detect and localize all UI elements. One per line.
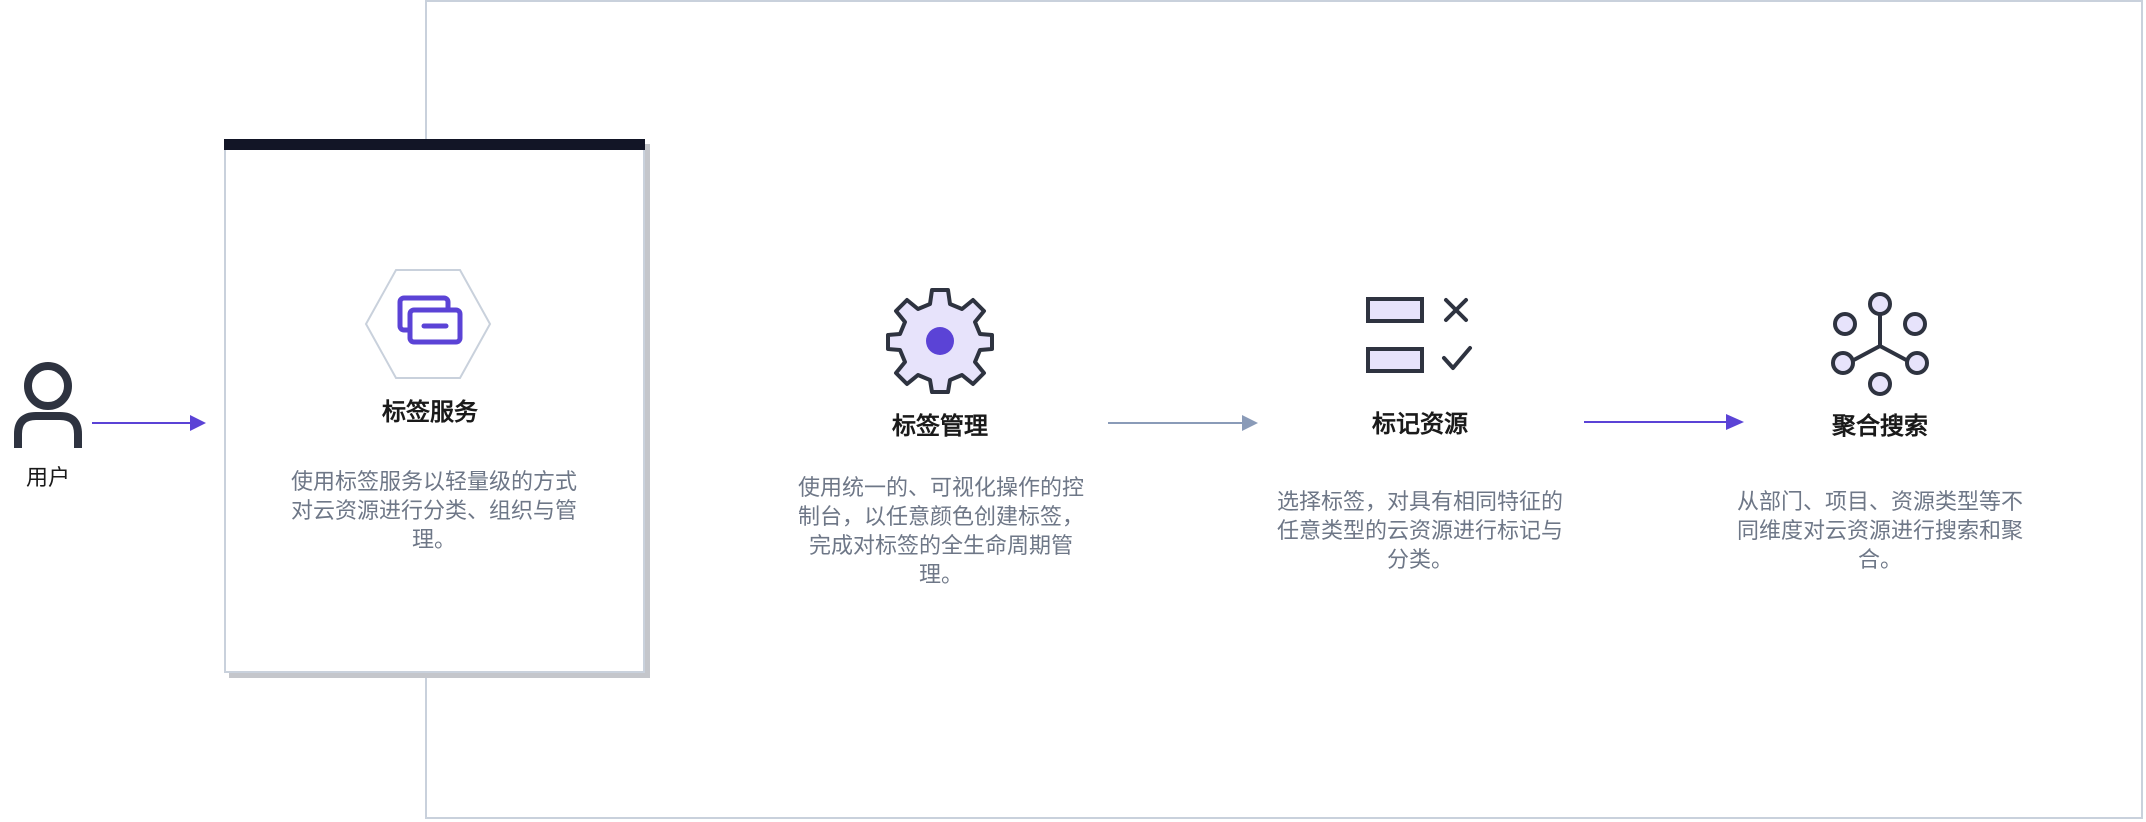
arrow-management-to-resources [1108,415,1258,431]
tag-service-hexagon-icon [364,269,492,379]
card-topbar [224,139,645,150]
aggregate-search-description: 从部门、项目、资源类型等不同维度对云资源进行搜索和聚合。 [1736,490,2023,573]
tag-service-description: 使用标签服务以轻量级的方式对云资源进行分类、组织与管理。 [290,470,577,553]
tag-resources-title: 标记资源 [1372,410,1468,438]
network-nodes-icon [1831,292,1929,396]
arrow-resources-to-search [1584,414,1744,430]
aggregate-search-title: 聚合搜索 [1832,412,1928,440]
user-label: 用户 [25,466,70,491]
checklist-icon [1366,297,1472,373]
outer-frame [425,0,2143,819]
tag-service-title: 标签服务 [382,398,478,426]
arrow-user-to-tag-service [92,415,206,431]
gear-icon [886,288,994,394]
tag-service-card [224,139,645,673]
tag-resources-description: 选择标签，对具有相同特征的任意类型的云资源进行标记与分类。 [1276,490,1563,573]
tag-management-description: 使用统一的、可视化操作的控制台，以任意颜色创建标签，完成对标签的全生命周期管理。 [797,476,1084,588]
tag-management-title: 标签管理 [892,412,988,440]
user-icon [14,362,82,448]
